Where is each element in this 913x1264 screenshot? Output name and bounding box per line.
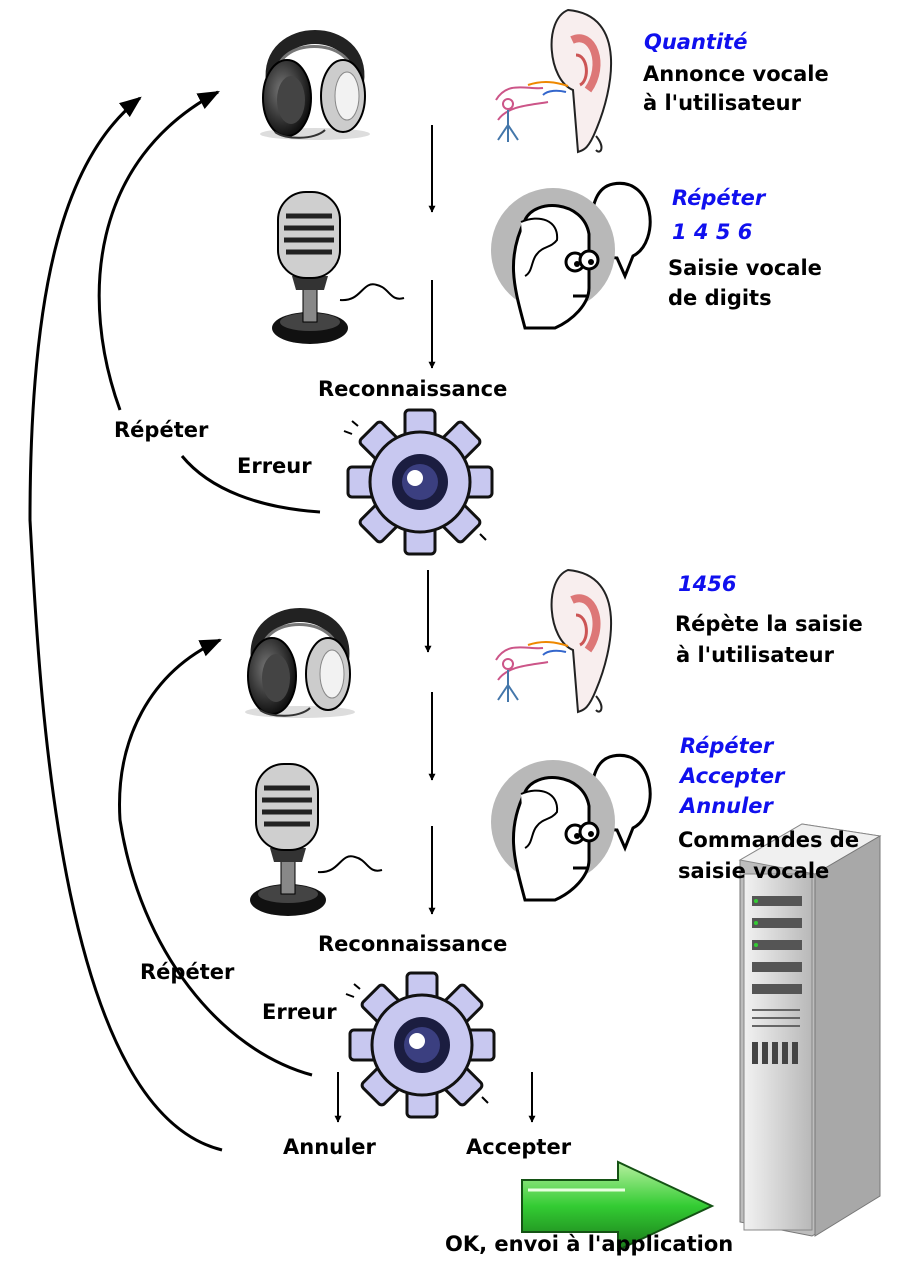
step1-line1: Annonce vocale: [643, 62, 829, 86]
server-icon: [738, 823, 882, 1237]
loop-curve: [180, 455, 321, 514]
headphones-icon: [245, 608, 355, 718]
step4-cmd3: Annuler: [680, 794, 773, 818]
cancel-label: Annuler: [283, 1135, 376, 1159]
loop-curve: [97, 90, 220, 411]
step3-line1: Répète la saisie: [675, 612, 863, 636]
recognition1-repeat: Répéter: [114, 418, 209, 442]
ok-send-label: OK, envoi à l'application: [445, 1232, 734, 1256]
step2-keyword: Répéter: [672, 186, 766, 210]
speaking-person-icon: [491, 753, 652, 902]
loop-curves: [28, 90, 321, 1152]
flow-arrows: [334, 125, 536, 1123]
loop-curve: [28, 96, 223, 1152]
microphone-icon: [250, 763, 383, 916]
recognition2-label: Reconnaissance: [318, 932, 508, 956]
green-arrow-icon: [521, 1160, 715, 1252]
microphone-icon: [272, 191, 405, 344]
step3-line2: à l'utilisateur: [676, 643, 834, 667]
speaking-person-icon: [491, 181, 652, 330]
gear-icon: [345, 971, 496, 1119]
ear-icon: [495, 568, 613, 714]
step1-keyword: Quantité: [644, 30, 748, 54]
step4-line1: Commandes de: [678, 828, 860, 852]
step1-line2: à l'utilisateur: [643, 91, 801, 115]
step2-digits: 1 4 5 6: [672, 220, 753, 244]
recognition2-repeat: Répéter: [140, 960, 235, 984]
accept-label: Accepter: [466, 1135, 572, 1159]
step2-line1: Saisie vocale: [668, 256, 822, 280]
gear-icon: [343, 408, 494, 556]
ear-icon: [495, 8, 613, 154]
headphones-icon: [260, 30, 370, 140]
recognition1-error: Erreur: [237, 454, 312, 478]
step4-cmd2: Accepter: [680, 764, 785, 788]
step4-cmd1: Répéter: [680, 734, 774, 758]
step4-line2: saisie vocale: [678, 859, 830, 883]
recognition2-error: Erreur: [262, 1000, 337, 1024]
step3-keyword: 1456: [678, 572, 737, 596]
loop-curve: [118, 638, 313, 1077]
recognition1-label: Reconnaissance: [318, 377, 508, 401]
step2-line2: de digits: [668, 286, 772, 310]
